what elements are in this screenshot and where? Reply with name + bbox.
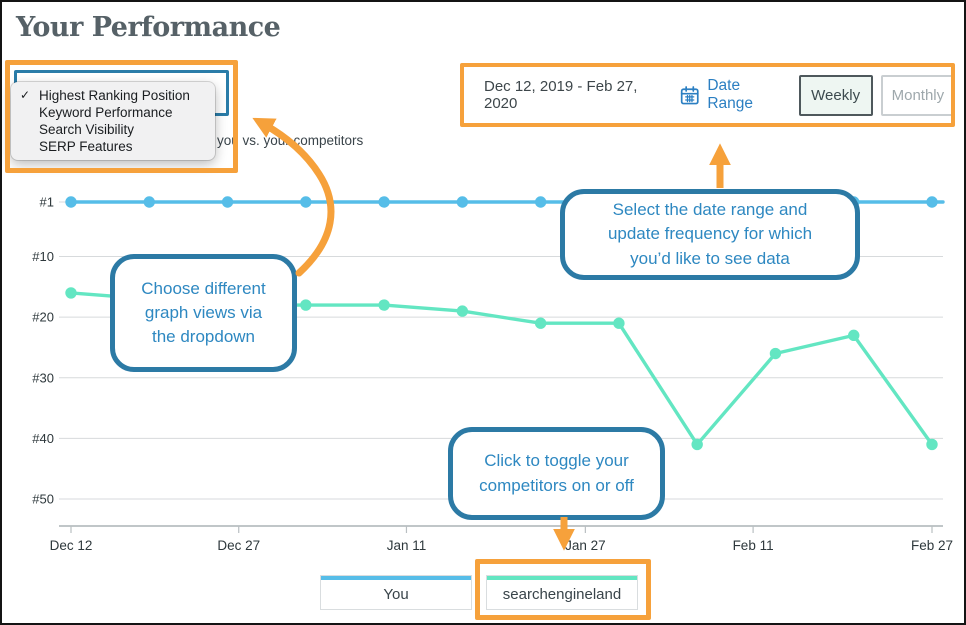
legend-label: searchengineland: [502, 586, 622, 603]
svg-text:Feb 27: Feb 27: [911, 538, 953, 553]
svg-text:#40: #40: [32, 431, 54, 446]
menu-item-search-visibility[interactable]: Search Visibility: [11, 121, 215, 138]
callout-dropdown-tip: Choose different graph views via the dro…: [110, 254, 297, 372]
legend-label: You: [383, 586, 409, 603]
menu-item-label: Highest Ranking Position: [39, 88, 190, 103]
legend-item-you[interactable]: You: [320, 575, 472, 610]
highlight-box-legend: [475, 559, 651, 620]
legend-item-searchengineland[interactable]: searchengineland: [486, 575, 638, 610]
menu-item-highest-ranking-position[interactable]: ✓ Highest Ranking Position: [11, 87, 215, 104]
svg-text:#1: #1: [40, 195, 54, 210]
weekly-button[interactable]: Weekly: [798, 74, 873, 116]
svg-text:Feb 11: Feb 11: [733, 538, 774, 553]
svg-text:#10: #10: [32, 249, 54, 264]
svg-text:#30: #30: [32, 370, 54, 385]
svg-text:#50: #50: [32, 492, 54, 507]
date-range-text: Dec 12, 2019 - Feb 27, 2020: [484, 78, 638, 112]
check-icon: ✓: [20, 88, 31, 102]
callout-legend-tip: Click to toggle your competitors on or o…: [448, 427, 665, 520]
legend-color-bar: [487, 576, 637, 580]
legend-color-bar: [321, 576, 471, 580]
calendar-icon: [680, 85, 699, 104]
menu-item-label: Search Visibility: [39, 122, 135, 137]
page-title: Your Performance: [16, 12, 281, 43]
date-controls-bar: Dec 12, 2019 - Feb 27, 2020 Date Range W…: [460, 63, 955, 127]
menu-item-serp-features[interactable]: SERP Features: [11, 138, 215, 155]
menu-item-label: SERP Features: [39, 139, 133, 154]
chart-subtitle: you vs. your competitors: [217, 133, 364, 148]
callout-date-tip: Select the date range and update frequen…: [560, 189, 860, 280]
menu-item-keyword-performance[interactable]: Keyword Performance: [11, 104, 215, 121]
svg-text:Dec 27: Dec 27: [217, 538, 260, 553]
highlight-box-dropdown: [5, 60, 238, 173]
svg-text:Jan 11: Jan 11: [387, 538, 427, 553]
svg-text:Jan 27: Jan 27: [565, 538, 606, 553]
svg-text:Dec 12: Dec 12: [50, 538, 93, 553]
highlight-box-date-controls: [460, 63, 955, 127]
date-range-button[interactable]: Date Range: [679, 77, 785, 113]
date-range-label: Date Range: [707, 77, 754, 112]
svg-text:#20: #20: [32, 310, 54, 325]
monthly-button[interactable]: Monthly: [880, 74, 955, 116]
graph-view-dropdown-menu: ✓ Highest Ranking Position Keyword Perfo…: [11, 82, 215, 160]
menu-item-label: Keyword Performance: [39, 105, 173, 120]
